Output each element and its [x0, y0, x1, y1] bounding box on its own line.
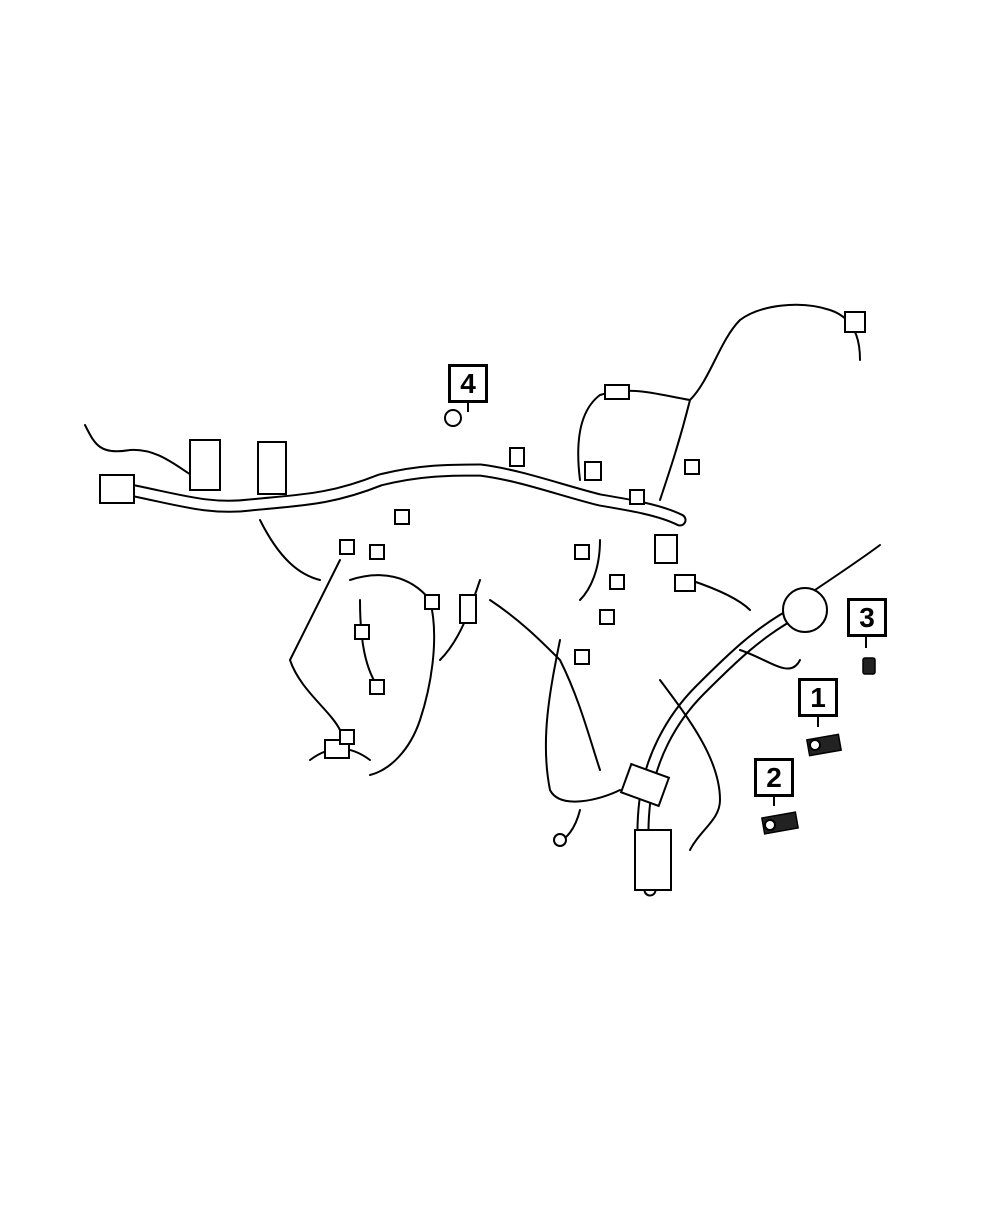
connector — [424, 594, 440, 610]
connector — [339, 729, 355, 745]
ring-terminal — [553, 833, 567, 847]
connector — [654, 534, 678, 564]
connector — [599, 609, 615, 625]
connector — [509, 447, 525, 467]
connector — [369, 544, 385, 560]
callout-2: 2 — [754, 758, 794, 797]
part-3-terminal — [862, 657, 876, 675]
connector — [574, 544, 590, 560]
connector — [629, 489, 645, 505]
connector — [619, 762, 671, 808]
connector — [99, 474, 135, 504]
connector — [369, 679, 385, 695]
connector — [339, 539, 355, 555]
connector — [574, 649, 590, 665]
connector — [674, 574, 696, 592]
connector — [684, 459, 700, 475]
connector — [459, 594, 477, 624]
callout-4: 4 — [448, 364, 488, 403]
main-harness-trunk — [123, 463, 807, 897]
connector — [782, 587, 828, 633]
connector — [609, 574, 625, 590]
connector — [189, 439, 221, 491]
pcm-connector — [634, 829, 672, 891]
connector — [844, 311, 866, 333]
connector — [257, 441, 287, 495]
ring-terminal — [444, 409, 462, 427]
callout-3: 3 — [847, 598, 887, 637]
connector — [354, 624, 370, 640]
connector — [604, 384, 630, 400]
leader-lines — [467, 403, 867, 806]
connector — [394, 509, 410, 525]
branch-wires — [84, 303, 881, 851]
loose-parts — [761, 657, 876, 835]
connector — [584, 461, 602, 481]
connectors — [99, 311, 866, 891]
callout-1: 1 — [798, 678, 838, 717]
part-1-connector — [805, 733, 843, 757]
part-2-connector — [761, 811, 799, 835]
